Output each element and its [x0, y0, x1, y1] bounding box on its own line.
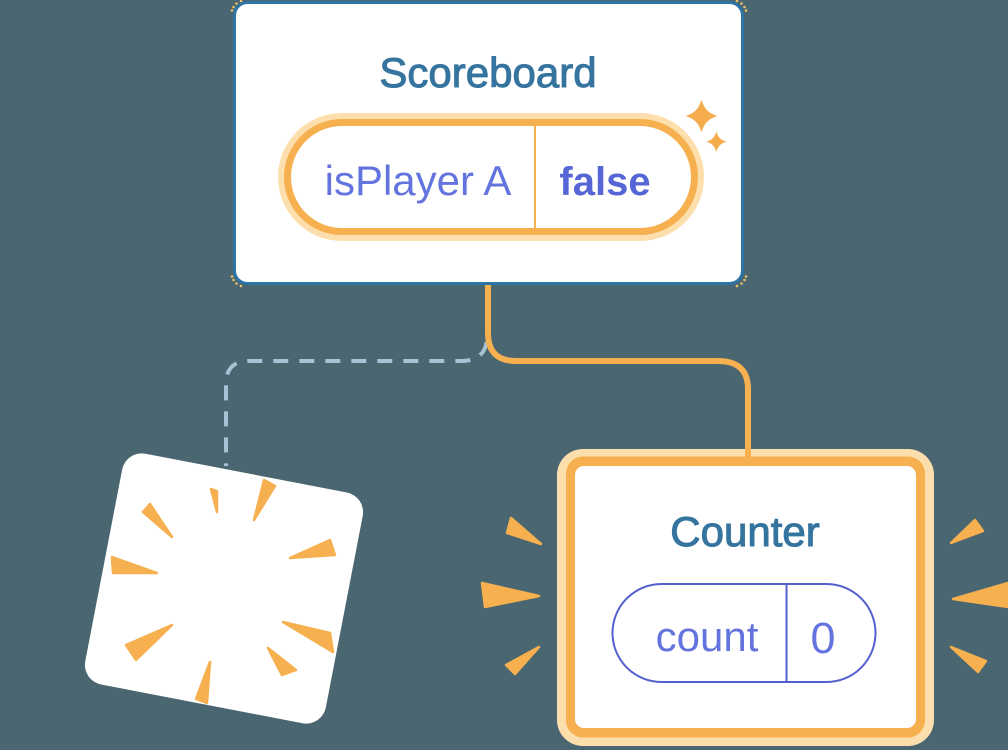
svg-text:isPlayer A: isPlayer A — [325, 157, 512, 204]
svg-text:0: 0 — [811, 614, 836, 663]
svg-text:Scoreboard: Scoreboard — [379, 49, 596, 96]
svg-text:false: false — [559, 160, 650, 204]
svg-text:count: count — [656, 613, 759, 660]
svg-text:Counter: Counter — [670, 508, 819, 555]
